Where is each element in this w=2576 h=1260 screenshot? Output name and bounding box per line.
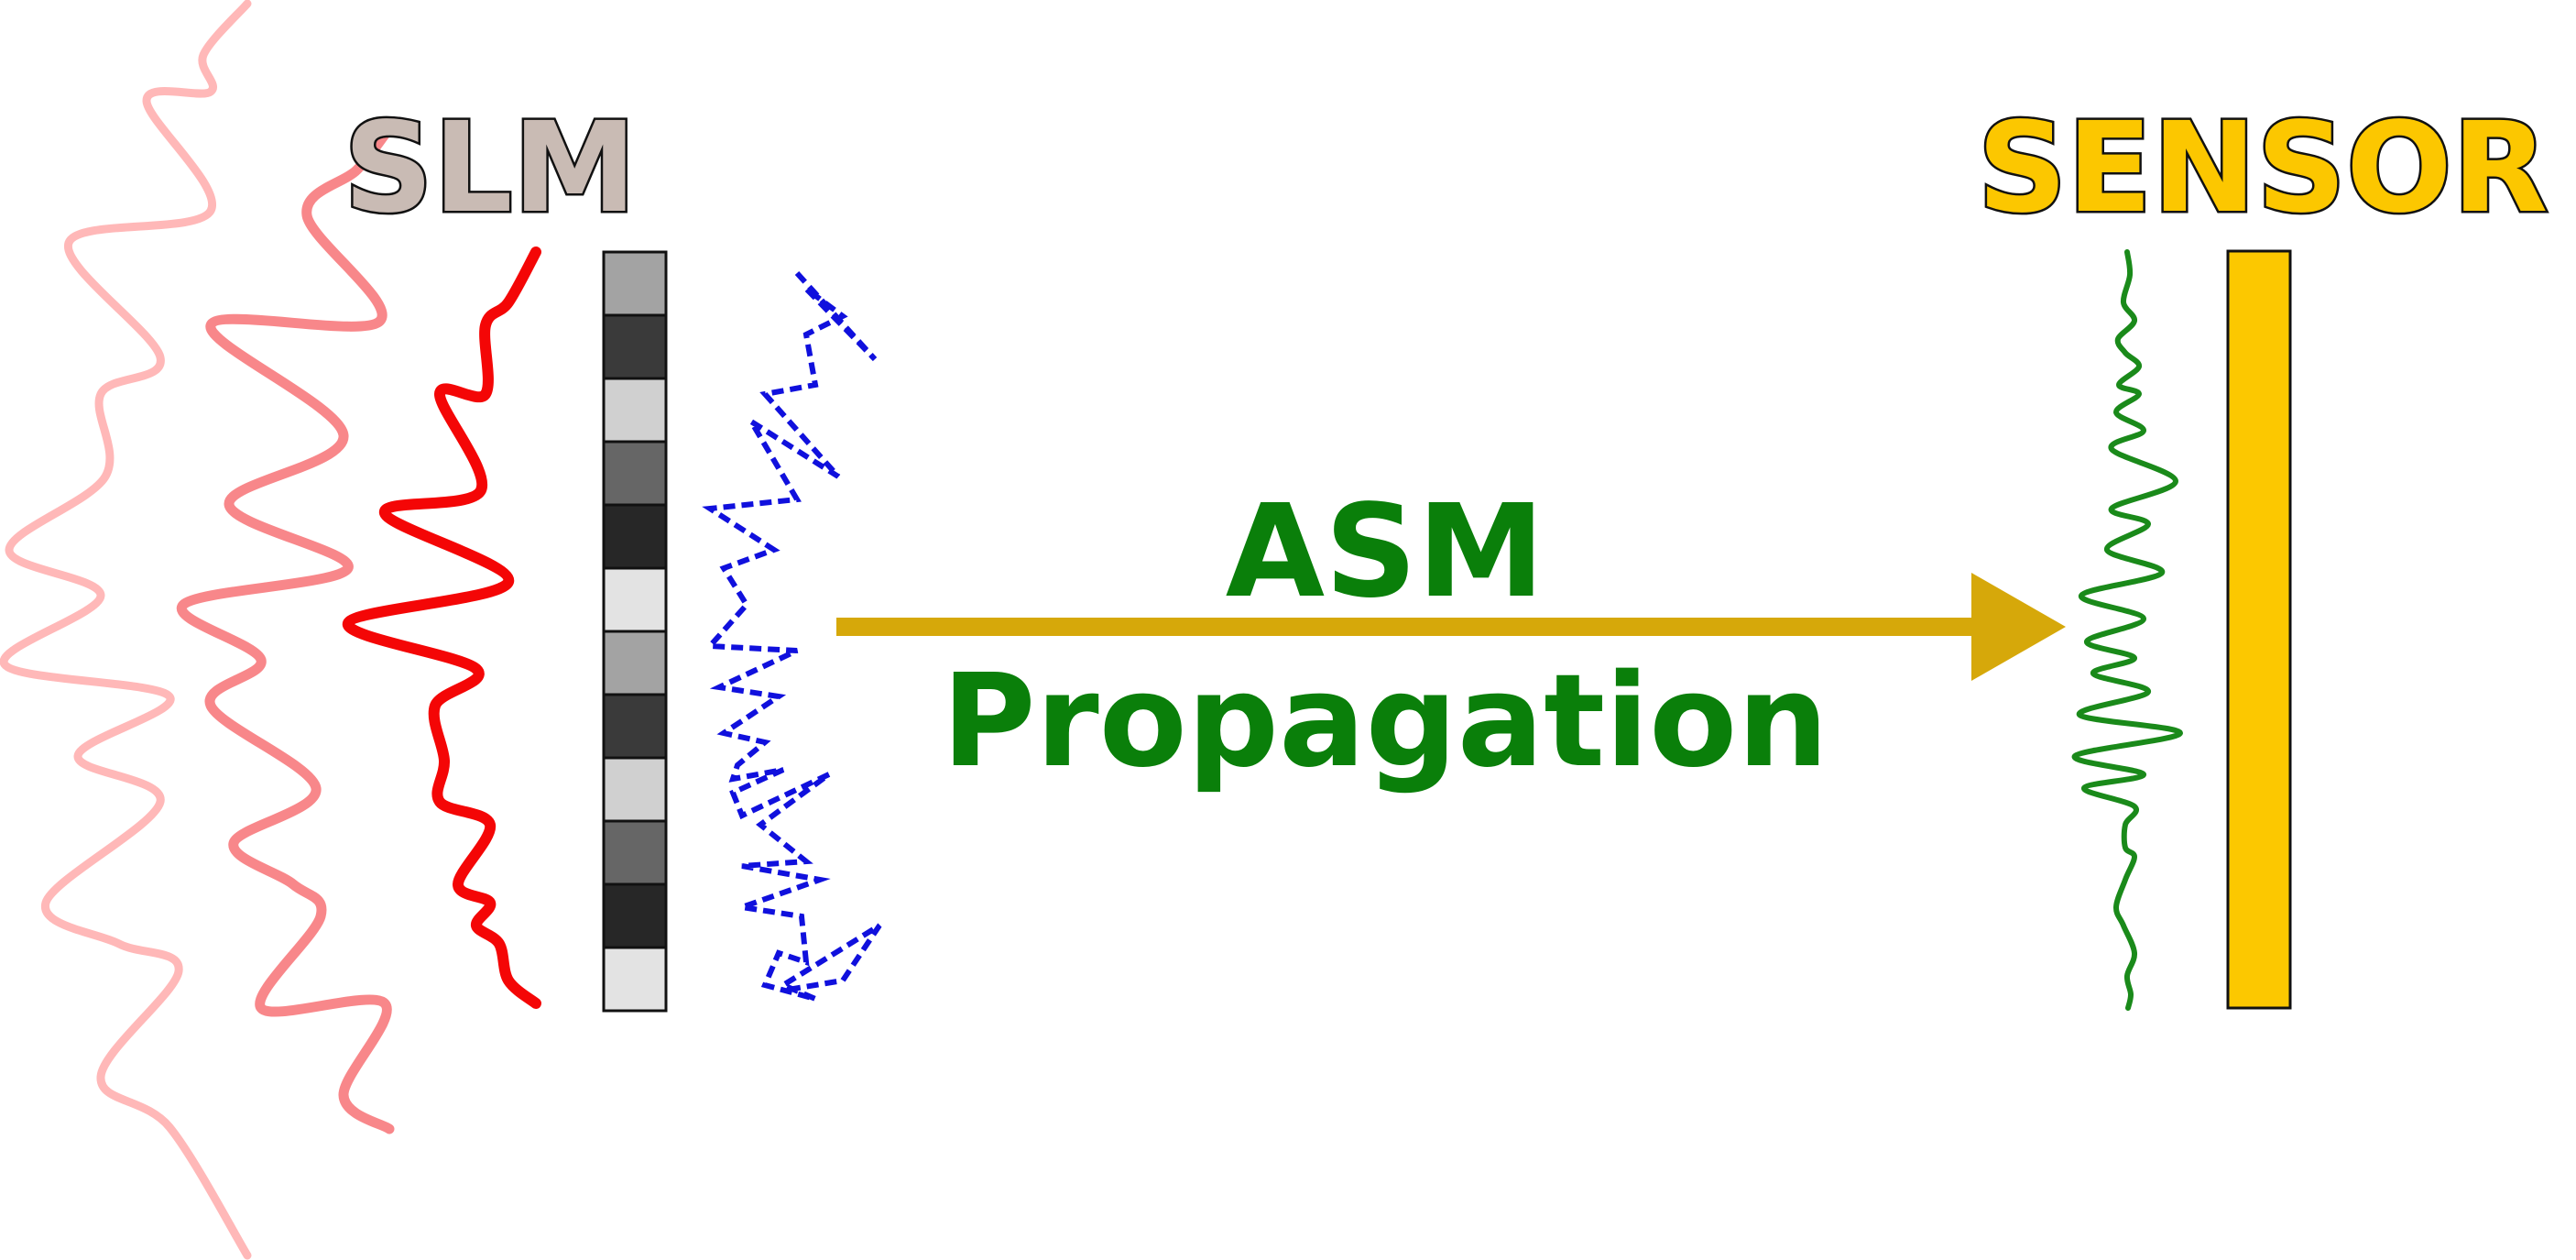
- slm-pixel: [602, 882, 668, 949]
- propagation-label: Propagation: [942, 647, 1828, 796]
- slm-pixel: [602, 313, 668, 380]
- slm-pixel: [602, 440, 668, 507]
- asm-label: ASM: [1226, 477, 1545, 627]
- slm-label: SLM: [344, 96, 637, 241]
- slm-pixel: [602, 693, 668, 760]
- slm-pixel: [602, 756, 668, 823]
- sensor-wave: [2071, 249, 2184, 1011]
- slm-pixel: [602, 377, 668, 444]
- slm-pixel: [602, 566, 668, 633]
- slm-pixel: [602, 630, 668, 696]
- sensor-bar: [2226, 249, 2292, 1010]
- incoming-wave-strong: [343, 247, 541, 1009]
- slm-pixel: [602, 503, 668, 570]
- sensor-label: SENSOR: [1978, 96, 2549, 241]
- incoming-wave-mid: [176, 123, 395, 1134]
- slm-pixel: [602, 946, 668, 1013]
- modulated-wave: [702, 270, 882, 1002]
- slm-pixel: [602, 250, 668, 317]
- slm-pixel: [602, 819, 668, 886]
- propagation-arrow-head: [1971, 573, 2066, 681]
- incoming-wave-faint: [0, 0, 252, 1260]
- slm-pixel-column: [602, 250, 668, 1013]
